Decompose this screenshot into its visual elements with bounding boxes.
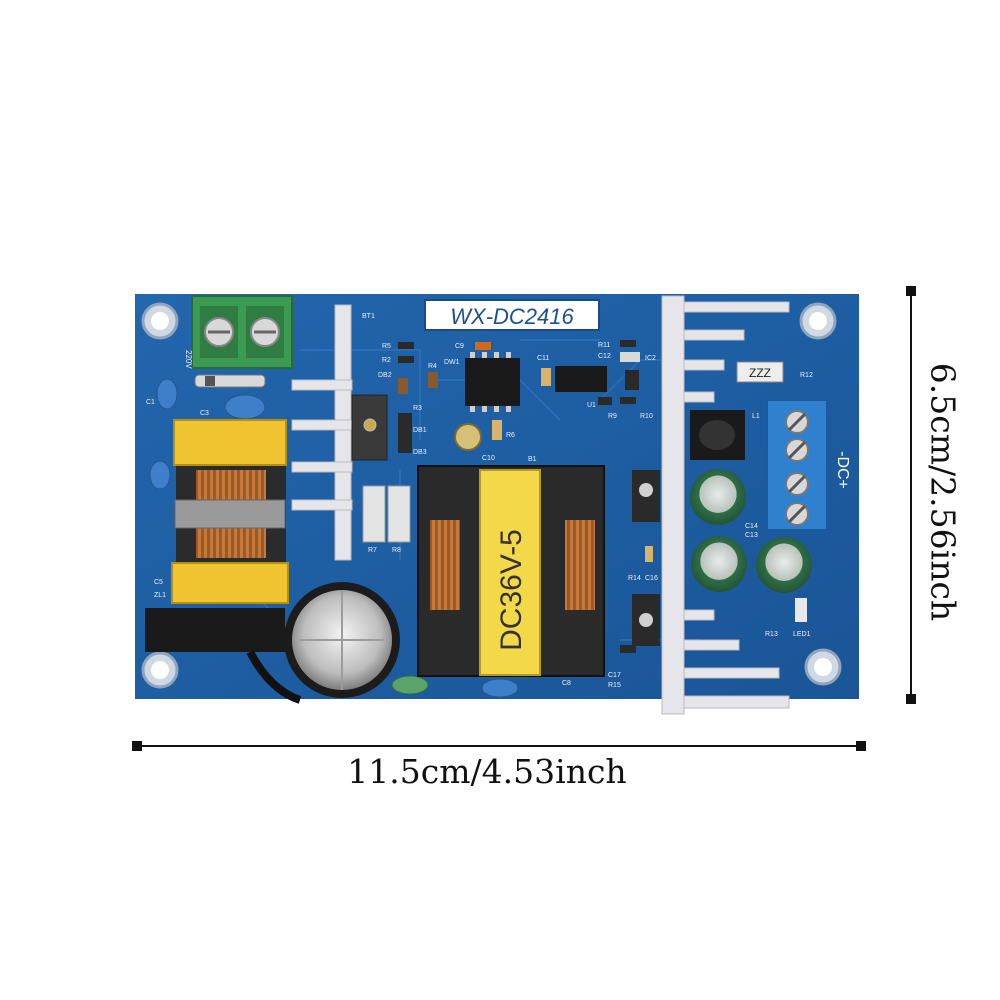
silk-zl1: ZL1 <box>154 592 166 599</box>
silk-c10: C10 <box>482 455 495 462</box>
silk-r11: R11 <box>598 342 610 349</box>
silk-db3: DB3 <box>413 449 427 456</box>
mounting-hole-top-left <box>141 302 179 340</box>
board-model-label: WX-DC2416 <box>450 304 574 329</box>
silk-r6: R6 <box>506 432 515 439</box>
silk-bt1: BT1 <box>362 313 375 320</box>
bulk-capacitor <box>284 582 400 698</box>
output-terminal-block <box>766 399 828 531</box>
x-capacitor-top <box>173 419 287 466</box>
silk-c5: C5 <box>154 579 163 586</box>
silk-r8: R8 <box>392 547 401 554</box>
silk-r12: R12 <box>800 372 813 379</box>
silk-r3: R3 <box>413 405 422 412</box>
main-transformer <box>417 465 605 677</box>
board-model-plate <box>424 299 600 331</box>
height-dimension-line <box>906 286 916 704</box>
output-diodes <box>632 470 660 646</box>
silk-c9: C9 <box>455 343 464 350</box>
silk-c17: C17 <box>608 672 621 679</box>
varistor <box>391 675 429 695</box>
bridge-rectifier <box>145 608 302 704</box>
silk-c16: C16 <box>645 575 658 582</box>
height-dimension-label: 6.5cm/2.56inch <box>923 362 963 622</box>
current-sense-resistor <box>736 361 784 383</box>
fuse <box>194 374 266 388</box>
silk-c3: C3 <box>200 410 209 417</box>
silk-r4: R4 <box>428 363 437 370</box>
input-voltage-label: 220V <box>184 350 193 369</box>
y-capacitors <box>149 378 519 698</box>
width-dimension-line <box>132 741 866 751</box>
mounting-hole-bottom-right <box>804 648 842 686</box>
silk-led1: LED1 <box>793 631 811 638</box>
optocoupler <box>555 366 607 392</box>
silk-c1: C1 <box>146 399 155 406</box>
silkscreen-labels: BT1 R5 R2 DB2 R4 DW1 C9 C11 R11 C12 IC2 … <box>146 313 813 689</box>
silk-r5: R5 <box>382 343 391 350</box>
output-inductor <box>690 410 745 460</box>
silk-r14: R14 <box>628 575 641 582</box>
input-terminal-block <box>191 295 293 369</box>
mounting-hole-bottom-left <box>141 651 179 689</box>
silk-db2: DB2 <box>378 372 392 379</box>
silk-c12: C12 <box>598 353 611 360</box>
output-capacitor-2 <box>691 536 747 592</box>
common-mode-choke <box>174 466 286 562</box>
output-polarity-label: -DC+ <box>834 451 851 489</box>
width-dimension-text: 11.5cm/4.53inch <box>347 752 627 791</box>
trimmer-potentiometer <box>454 423 482 451</box>
transformer-label: DC36V-5 <box>495 529 528 651</box>
mounting-holes <box>141 302 842 689</box>
silk-c8: C8 <box>562 680 571 687</box>
silk-db1: DB1 <box>413 427 427 434</box>
sense-resistors <box>362 485 411 543</box>
silk-b1: B1 <box>528 456 537 463</box>
silk-r10: R10 <box>640 413 653 420</box>
output-capacitor-3 <box>756 537 812 593</box>
x-capacitor-bottom <box>171 562 289 604</box>
right-heatsink <box>661 295 790 715</box>
smd-components <box>398 340 807 653</box>
silk-c13: C13 <box>745 532 758 539</box>
silk-dw1: DW1 <box>444 359 460 366</box>
silk-c14: C14 <box>745 523 758 530</box>
silk-u1: U1 <box>587 402 596 409</box>
silk-r13: R13 <box>765 631 778 638</box>
silk-r15: R15 <box>608 682 621 689</box>
resistor-marking: ZZZ <box>749 366 771 380</box>
silk-r7: R7 <box>368 547 377 554</box>
width-dimension-label: 11.5cm/4.53inch <box>0 752 1000 791</box>
pwm-controller-ic <box>465 352 520 412</box>
silk-r9: R9 <box>608 413 617 420</box>
output-capacitor-1 <box>690 469 746 525</box>
mounting-hole-top-right <box>799 302 837 340</box>
left-heatsink <box>291 304 388 561</box>
silk-c11: C11 <box>537 355 549 362</box>
silk-ic2: IC2 <box>645 355 656 362</box>
silk-l1: L1 <box>752 413 760 420</box>
silk-r2: R2 <box>382 357 391 364</box>
